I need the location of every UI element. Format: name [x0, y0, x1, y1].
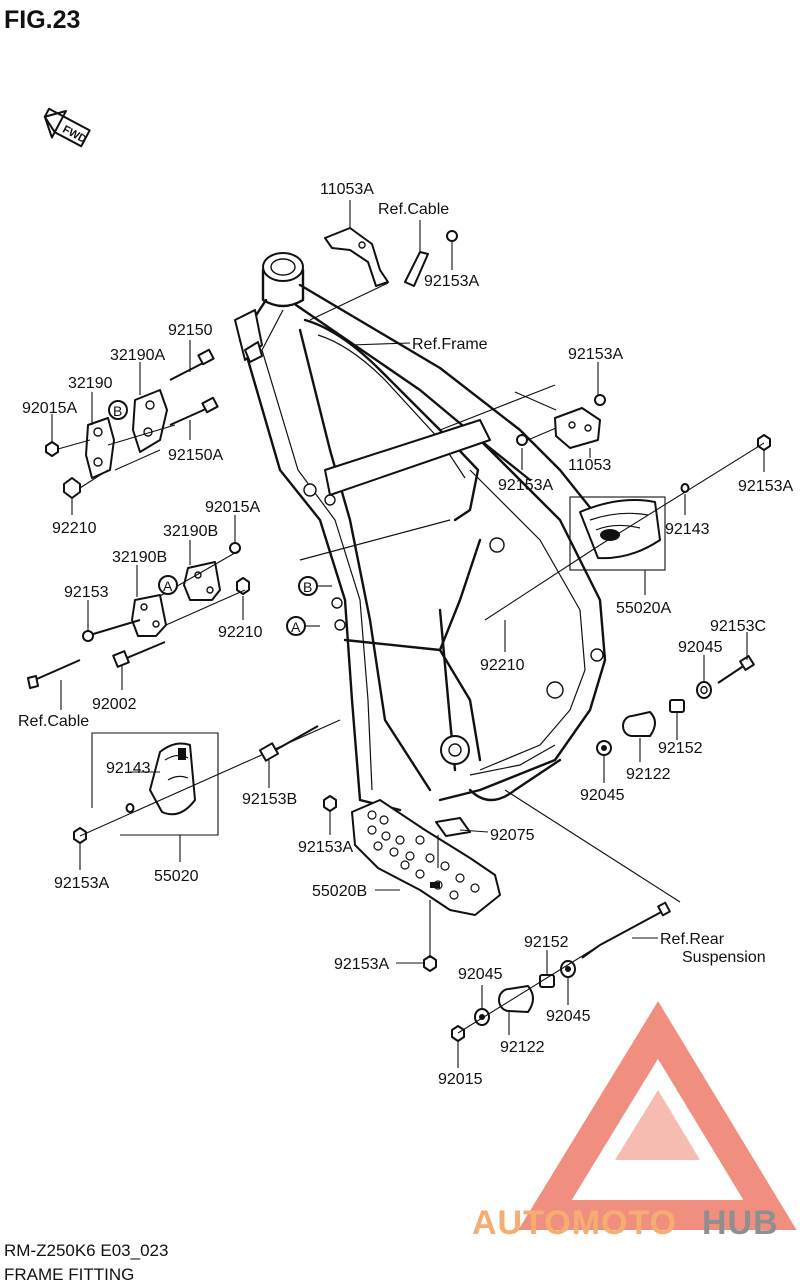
label-92045-bottom-left: 92045 [458, 966, 503, 983]
label-11053A: 11053A [320, 181, 374, 198]
label-92150A: 92150A [168, 447, 223, 464]
label-92152-right: 92152 [658, 740, 703, 757]
label-92143-right: 92143 [665, 521, 710, 538]
bushing-92122-bottom [498, 985, 534, 1013]
bolt-92150 [169, 348, 215, 381]
motorcycle-frame [234, 252, 607, 812]
label-92015A-mid: 92015A [205, 499, 260, 516]
watermark-text-main: AUTOMOTO [472, 1204, 677, 1242]
label-ref-cable-left: Ref.Cable [18, 713, 89, 730]
label-ref-rear-1: Ref.Rear [660, 931, 725, 948]
nut-92210-left [63, 477, 81, 499]
model-code: RM-Z250K6 E03_023 [4, 1241, 168, 1260]
label-55020B: 55020B [312, 883, 367, 900]
label-92153A-left-bottom: 92153A [54, 875, 109, 892]
washer-92045-bottom-right [560, 960, 576, 978]
label-92150: 92150 [168, 322, 213, 339]
svg-text:A: A [163, 578, 173, 594]
washer-92045-mid [596, 740, 612, 756]
label-92153C: 92153C [710, 618, 766, 635]
engine-bracket-32190B-lower [131, 594, 167, 637]
label-92153A-bottom: 92153A [334, 956, 389, 973]
label-92152-bottom: 92152 [524, 934, 569, 951]
engine-bracket-32190 [85, 417, 115, 479]
washer-92045-right [696, 681, 712, 699]
label-92153: 92153 [64, 584, 109, 601]
label-92143-left: 92143 [106, 760, 151, 777]
label-92045-mid: 92045 [580, 787, 625, 804]
skid-plate-55020B [351, 799, 501, 916]
nut-92015 [451, 1025, 465, 1042]
bolt-92153C [717, 655, 755, 684]
label-55020: 55020 [154, 868, 199, 885]
label-92153A-upper-right: 92153A [568, 346, 623, 363]
engine-bracket-32190A [132, 389, 168, 453]
section-name: FRAME FITTING [4, 1265, 134, 1284]
label-32190: 32190 [68, 375, 113, 392]
label-92153B: 92153B [242, 791, 297, 808]
collar-92143-left [125, 803, 135, 813]
marker-A-left: A [158, 575, 178, 595]
label-32190B-left: 32190B [112, 549, 167, 566]
frame-guard-55020A [579, 499, 661, 560]
label-ref-cable-top: Ref.Cable [378, 201, 449, 218]
collar-92152-right [669, 699, 685, 713]
bolt-92153A-bottom [423, 955, 437, 972]
marker-B-frame: B [298, 576, 318, 596]
fwd-arrow-icon: FWD [43, 107, 91, 148]
bolt-92153A-far-right [757, 434, 771, 451]
bracket-11053 [516, 394, 606, 449]
label-92122-bottom: 92122 [500, 1039, 545, 1056]
cable-guide-11053A [324, 227, 458, 287]
label-92045-bottom-right: 92045 [546, 1008, 591, 1025]
label-92210-mid: 92210 [218, 624, 263, 641]
engine-bracket-32190B-upper [183, 561, 221, 601]
svg-text:B: B [303, 579, 312, 595]
svg-text:A: A [291, 619, 301, 635]
label-92210-center: 92210 [480, 657, 525, 674]
marker-B-left: B [108, 400, 128, 420]
label-32190A: 32190A [110, 347, 165, 364]
label-92153A-mid: 92153A [498, 477, 553, 494]
callout-labels: 11053A Ref.Cable 92153A Ref.Frame 92150 … [18, 181, 793, 1088]
label-92122-right: 92122 [626, 766, 671, 783]
shock-bolt-ref-rear-suspension [581, 901, 671, 959]
bolt-92153A-plate [323, 795, 337, 812]
figure-title: FIG.23 [4, 6, 80, 34]
marker-A-frame: A [286, 616, 306, 636]
automotohub-logo: AUTOMOTO HUB [472, 1001, 797, 1242]
label-55020A: 55020A [616, 600, 671, 617]
label-92153A-far-right: 92153A [738, 478, 793, 495]
label-92210-left: 92210 [52, 520, 97, 537]
label-92002: 92002 [92, 696, 137, 713]
watermark-text-hub: HUB [702, 1204, 779, 1242]
nut-92015A-left [45, 441, 59, 457]
label-ref-frame: Ref.Frame [412, 336, 488, 353]
nut-92015A-mid [229, 542, 241, 554]
washer-92045-bottom-left [474, 1008, 490, 1026]
label-92075: 92075 [490, 827, 535, 844]
frame-guard-55020 [149, 742, 196, 816]
nut-92210-mid [236, 577, 250, 595]
label-92015A-left: 92015A [22, 400, 77, 417]
bolt-92150A [169, 396, 219, 426]
label-92015: 92015 [438, 1071, 483, 1088]
bolt-92153-left [82, 619, 141, 642]
label-32190B-top: 32190B [163, 523, 218, 540]
label-92045-right: 92045 [678, 639, 723, 656]
cable-clamp-left [27, 659, 81, 689]
bolt-92153B [258, 725, 319, 762]
svg-text:B: B [113, 403, 122, 419]
label-11053: 11053 [568, 457, 611, 474]
label-92153A-plate: 92153A [298, 839, 353, 856]
bushing-92122-right [622, 711, 656, 737]
leader-lines [51, 340, 765, 1068]
bolt-92002 [112, 641, 166, 668]
label-92153A-top: 92153A [424, 273, 479, 290]
label-ref-rear-2: Suspension [682, 949, 766, 966]
pad-92075 [435, 817, 471, 837]
